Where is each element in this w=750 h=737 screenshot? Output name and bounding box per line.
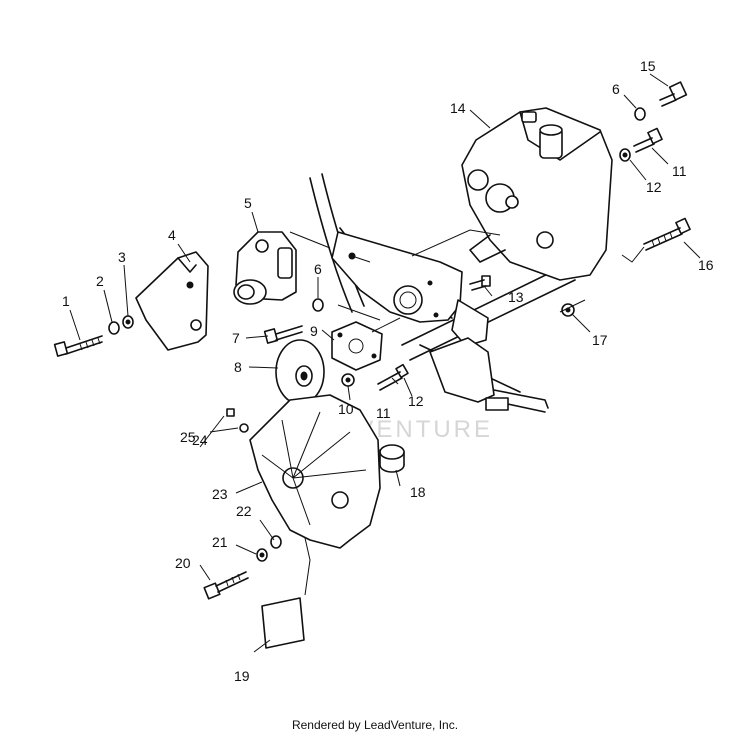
support-tube: [429, 337, 509, 411]
callout-11b: 11: [672, 163, 687, 179]
callout-labels: 1 2 3 4 5 6 6 7 8 9 10 11 11 12 12 13 14…: [62, 58, 714, 684]
callout-18: 18: [410, 484, 426, 500]
callout-11a: 11: [376, 405, 391, 421]
callout-3: 3: [118, 249, 126, 265]
callout-6a: 6: [314, 261, 322, 277]
callout-10: 10: [338, 401, 354, 417]
callout-20: 20: [175, 555, 191, 571]
spacer: [379, 444, 405, 473]
bolt-25: [226, 408, 235, 417]
leader-lines: [69, 73, 701, 653]
decal: [261, 597, 305, 649]
bolt-7: [263, 325, 303, 344]
assembly-lines: [289, 229, 645, 596]
callout-12a: 12: [408, 393, 424, 409]
callout-1: 1: [62, 293, 70, 309]
callout-8: 8: [234, 359, 242, 375]
callout-6b: 6: [612, 81, 620, 97]
callout-7: 7: [232, 330, 240, 346]
callout-21: 21: [212, 534, 228, 550]
callout-12b: 12: [646, 179, 662, 195]
callout-9: 9: [310, 323, 318, 339]
callout-22: 22: [236, 503, 252, 519]
bolt-20: [203, 571, 249, 600]
bolt-15: [659, 81, 688, 107]
callout-4: 4: [168, 227, 176, 243]
bolt-13: [469, 275, 491, 291]
callout-2: 2: [96, 273, 104, 289]
belt-guard: [249, 394, 381, 549]
callout-13: 13: [508, 289, 524, 305]
callout-15: 15: [640, 58, 656, 74]
callout-16: 16: [698, 257, 714, 273]
pulley-disc: [275, 339, 325, 405]
callout-14: 14: [450, 100, 466, 116]
gearcase: [461, 107, 613, 281]
callout-25-visible: 25: [180, 429, 196, 445]
bolt-11-upper: [633, 127, 663, 153]
callout-17: 17: [592, 332, 608, 348]
idler-housing: [233, 231, 297, 305]
render-credit: Rendered by LeadVenture, Inc.: [291, 718, 459, 732]
callout-19: 19: [234, 668, 250, 684]
mounting-bracket: [331, 231, 489, 347]
callout-5: 5: [244, 195, 252, 211]
bearing-plate: [331, 321, 383, 371]
bolt-1: [53, 335, 103, 357]
bolt-16: [643, 217, 691, 251]
callout-24: 24: [192, 432, 208, 448]
callout-23: 23: [212, 486, 228, 502]
shield-bracket: [135, 251, 209, 351]
bolt-11-lower: [377, 363, 409, 391]
